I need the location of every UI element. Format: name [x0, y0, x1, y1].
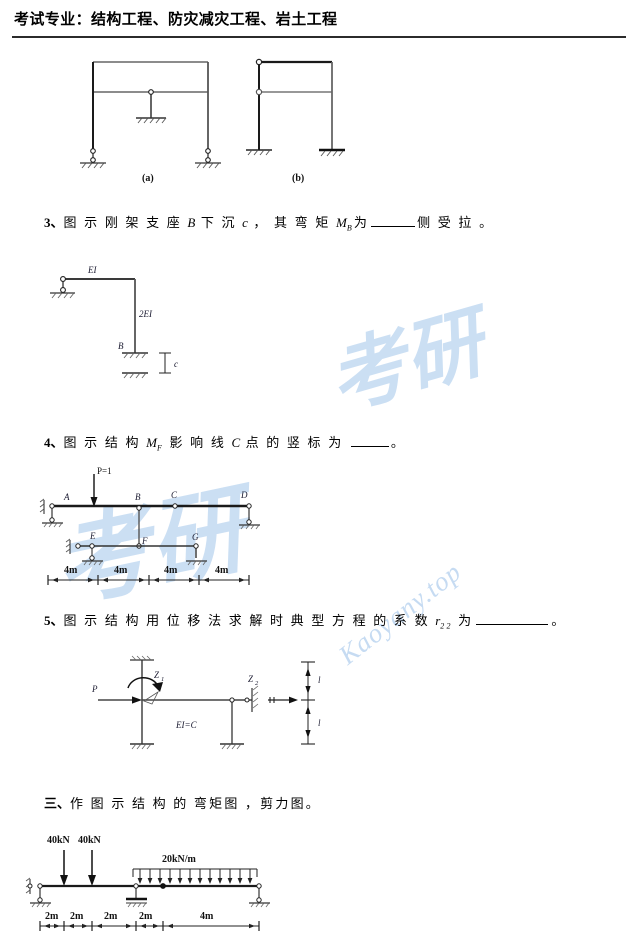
question-5-text: 5、图 示 结 构 用 位 移 法 求 解 时 典 型 方 程 的 系 数 r2…: [44, 610, 567, 631]
figure-section3-beam: 40kN 40kN: [22, 822, 292, 937]
section3-dist-load: 20kN/m: [162, 854, 197, 865]
figure-q5-displacement-method: P Z 1 Z 2 EI=C: [80, 648, 380, 758]
caption-a: (a): [142, 173, 154, 184]
q3-body-1: 图 示 刚 架 支 座: [63, 215, 188, 230]
figure-q3-frame: EI 2EI B c: [42, 255, 212, 390]
section3-load-2: 40kN: [78, 835, 102, 846]
q4-node-G: G: [192, 532, 199, 542]
q4-var-M-sub: F: [156, 443, 165, 453]
section-3-body: 作 图 示 结 构 的 弯矩图 ，剪力图。: [70, 796, 321, 811]
frame-b: (b): [246, 58, 345, 184]
section3-dim-4: 2m: [139, 911, 153, 922]
figure-frames-ab: (a): [60, 46, 380, 186]
q5-label-Z1: Z: [154, 670, 160, 680]
q4-dim-4: 4m: [215, 565, 229, 576]
q5-body-2: 为: [452, 613, 474, 628]
q5-body-1: 图 示 结 构 用 位 移 法 求 解 时 典 型 方 程 的 系 数: [63, 613, 436, 628]
q3-label-B: B: [118, 341, 124, 351]
q5-label-P: P: [91, 684, 98, 694]
q5-var-r: r: [435, 613, 441, 628]
q4-dim-2: 4m: [114, 565, 128, 576]
question-4-text: 4、图 示 结 构 MF 影 响 线 C 点 的 竖 标 为 。: [44, 432, 406, 453]
section3-dim-2: 2m: [70, 911, 84, 922]
watermark-chinese-1: 考研: [318, 298, 493, 426]
q5-label-Z2: Z: [248, 674, 254, 684]
section3-dim-1: 2m: [45, 911, 59, 922]
q3-body-2: 下 沉: [195, 215, 243, 230]
caption-b: (b): [292, 173, 304, 184]
q3-var-M: M: [335, 215, 347, 230]
q3-label-c: c: [174, 359, 178, 369]
q4-node-D: D: [240, 490, 248, 500]
q4-body-2: 影 响 线: [164, 435, 232, 450]
q4-node-F: F: [141, 536, 148, 546]
q4-body-4: 。: [390, 435, 407, 450]
q3-body-3: ， 其 弯 矩: [247, 215, 336, 230]
frame-a: (a): [80, 61, 221, 184]
section-3-text: 三、作 图 示 结 构 的 弯矩图 ，剪力图。: [44, 793, 321, 812]
q4-var-M: M: [146, 435, 157, 450]
q3-body-5: 侧 受 拉 。: [417, 215, 495, 230]
figure-q4-influence-line: P=1: [34, 462, 304, 587]
q5-dim-top: l: [318, 675, 321, 685]
q5-dim-bottom: l: [318, 718, 321, 728]
q4-node-E: E: [89, 531, 96, 541]
q3-label-EI: EI: [87, 265, 97, 275]
q4-label-load: P=1: [97, 466, 112, 476]
q4-number: 4、: [44, 435, 64, 450]
q3-var-M-sub: B: [346, 223, 354, 233]
q5-label-EI: EI=C: [175, 720, 198, 730]
q3-var-B: B: [187, 215, 196, 230]
question-3-text: 3、图 示 刚 架 支 座 B 下 沉 c ， 其 弯 矩 MB为侧 受 拉 。: [44, 212, 494, 233]
q4-answer-blank[interactable]: [350, 446, 389, 447]
q3-number: 3、: [44, 215, 64, 230]
q4-dim-1: 4m: [64, 565, 78, 576]
q4-node-A: A: [63, 492, 70, 502]
section3-dim-3: 2m: [104, 911, 118, 922]
q4-node-C: C: [171, 490, 178, 500]
q3-body-4: 为: [353, 215, 370, 230]
q4-dim-3: 4m: [164, 565, 178, 576]
q5-var-r-sub: 22: [440, 621, 453, 631]
q4-var-C: C: [231, 435, 241, 450]
q5-label-Z2-sub: 2: [255, 680, 259, 687]
q5-body-3: 。: [551, 613, 567, 628]
q5-answer-blank[interactable]: [476, 624, 549, 625]
section3-dim-5: 4m: [200, 911, 214, 922]
q3-label-2EI: 2EI: [139, 309, 153, 319]
page-title: 考试专业：结构工程、防灾减灾工程、岩土工程: [14, 12, 338, 28]
q3-var-c: c: [242, 215, 248, 230]
header-divider: [12, 36, 626, 38]
q5-number: 5、: [44, 613, 64, 628]
section3-load-1: 40kN: [47, 835, 71, 846]
q3-answer-blank[interactable]: [371, 226, 416, 227]
q5-label-Z1-sub: 1: [161, 676, 164, 683]
q4-body-1: 图 示 结 构: [63, 435, 147, 450]
q4-node-B: B: [135, 492, 141, 502]
section-3-number: 三、: [44, 796, 71, 811]
q4-body-3: 点 的 竖 标 为: [240, 435, 349, 450]
